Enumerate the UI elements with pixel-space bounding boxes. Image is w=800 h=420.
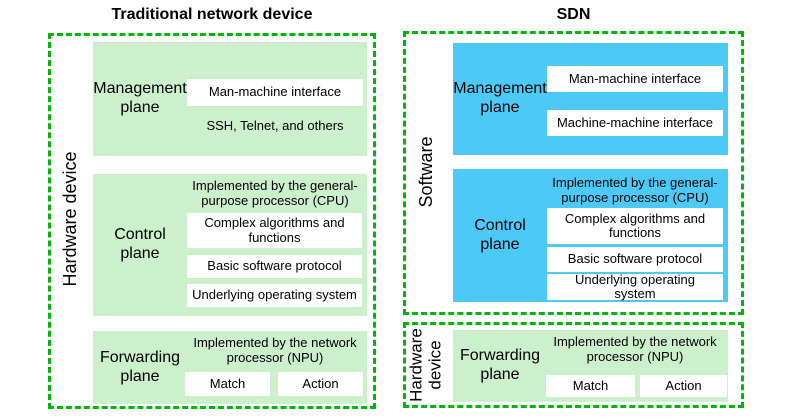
management-plane-block-sdn: Management plane Man-machine interface M… xyxy=(453,43,728,155)
match-box-sdn: Match xyxy=(546,375,635,397)
traditional-device-title: Traditional network device xyxy=(111,6,313,23)
management-plane-label-sdn: Management plane xyxy=(453,80,547,116)
action-box-sdn: Action xyxy=(640,375,727,397)
match-box: Match xyxy=(185,372,270,396)
underlying-os-box: Underlying operating system xyxy=(187,284,362,307)
cpu-caption: Implemented by the general- purpose proc… xyxy=(192,178,358,209)
ssh-telnet-note: SSH, Telnet, and others xyxy=(206,118,344,133)
man-machine-interface-box: Man-machine interface xyxy=(187,79,363,106)
npu-caption-sdn: Implemented by the network processor (NP… xyxy=(553,334,717,365)
control-plane-block-traditional: Control plane Implemented by the general… xyxy=(93,174,367,316)
man-machine-interface-box-sdn: Man-machine interface xyxy=(547,66,723,92)
forwarding-plane-block-sdn: Forwarding plane Implemented by the netw… xyxy=(453,330,728,402)
forwarding-plane-block-traditional: Forwarding plane Implemented by the netw… xyxy=(93,331,367,404)
forwarding-plane-label: Forwarding plane xyxy=(99,348,181,385)
machine-machine-interface-box-sdn: Machine-machine interface xyxy=(547,110,723,136)
control-plane-label: Control plane xyxy=(114,226,166,262)
control-plane-block-sdn: Control plane Implemented by the general… xyxy=(453,169,728,302)
hardware-device-frame xyxy=(48,33,376,409)
cpu-caption-sdn: Implemented by the general- purpose proc… xyxy=(552,175,718,206)
hardware-device-frame-label: Hardware device xyxy=(60,151,81,287)
action-box: Action xyxy=(278,372,363,396)
sdn-title: SDN xyxy=(556,6,591,23)
npu-caption: Implemented by the network processor (NP… xyxy=(193,335,357,366)
software-frame xyxy=(403,31,744,315)
complex-algorithms-box: Complex algorithms and functions xyxy=(187,213,362,248)
basic-software-protocol-box-sdn: Basic software protocol xyxy=(547,247,723,272)
control-plane-label-sdn: Control plane xyxy=(474,216,526,253)
underlying-os-box-sdn: Underlying operating system xyxy=(547,272,723,301)
management-plane-block-traditional: Management plane Man-machine interface S… xyxy=(93,42,367,156)
management-plane-label: Management plane xyxy=(93,80,187,116)
software-frame-label: Software xyxy=(416,136,437,208)
hardware-device-frame-sdn xyxy=(403,322,744,408)
hardware-device-frame-label-sdn: Hardware device xyxy=(406,328,444,402)
forwarding-plane-label-sdn: Forwarding plane xyxy=(459,347,541,383)
complex-algorithms-box-sdn: Complex algorithms and functions xyxy=(547,208,723,244)
basic-software-protocol-box: Basic software protocol xyxy=(187,255,362,278)
